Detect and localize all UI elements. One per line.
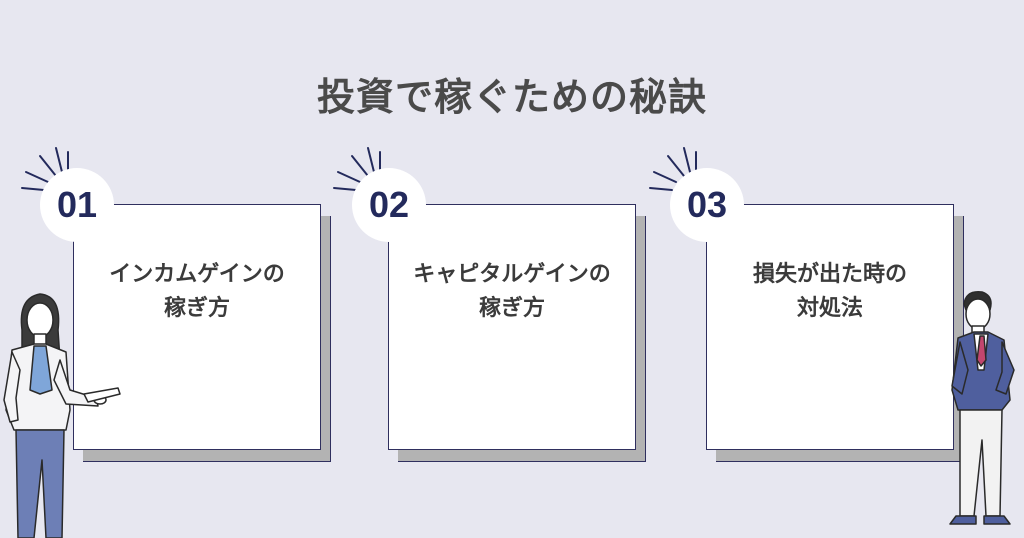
card-body: キャピタルゲインの 稼ぎ方 (388, 204, 636, 450)
step-badge-3: 03 (670, 168, 744, 242)
tip-card-2: キャピタルゲインの 稼ぎ方 (388, 204, 646, 462)
step-badge-2: 02 (352, 168, 426, 242)
emphasis-burst-icon (21, 147, 69, 191)
emphasis-burst-icon (649, 147, 697, 191)
card-text: インカムゲインの 稼ぎ方 (109, 261, 285, 321)
tip-card-3: 損失が出た時の 対処法 (706, 204, 964, 462)
card-body: インカムゲインの 稼ぎ方 (73, 204, 321, 450)
page-title: 投資で稼ぐための秘訣 (316, 75, 707, 119)
tip-card-1: インカムゲインの 稼ぎ方 (73, 204, 331, 462)
card-text: 損失が出た時の 対処法 (752, 261, 907, 321)
emphasis-burst-icon (333, 147, 381, 191)
woman-presenter-illustration (3, 293, 121, 538)
card-text: キャピタルゲインの 稼ぎ方 (413, 261, 611, 321)
man-presenter-illustration (949, 291, 1015, 525)
step-badge-1: 01 (40, 168, 114, 242)
card-body: 損失が出た時の 対処法 (706, 204, 954, 450)
